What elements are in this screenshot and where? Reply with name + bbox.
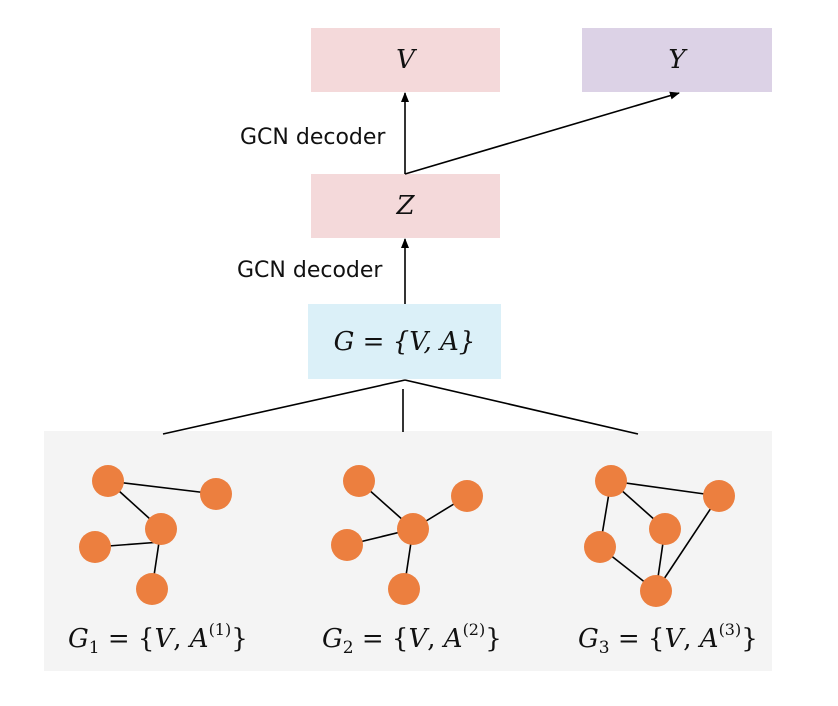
output-v-label: V xyxy=(396,45,415,75)
graph-3-node xyxy=(703,480,735,512)
graph-3-node xyxy=(595,465,627,497)
graph-2-node xyxy=(343,465,375,497)
lower-decoder-label: GCN decoder xyxy=(237,258,383,283)
graph-3-node xyxy=(640,575,672,607)
graph-3-node xyxy=(584,531,616,563)
graph-2-label: G2 = {V, A(2)} xyxy=(322,620,502,658)
graph-3-label: G3 = {V, A(3)} xyxy=(578,620,758,658)
latent-z-label: Z xyxy=(396,191,415,221)
graph-1-node xyxy=(136,573,168,605)
connector-to-graph-3 xyxy=(404,379,639,435)
graph-3-node xyxy=(649,513,681,545)
arrow-z-to-y xyxy=(404,91,680,175)
graph-2-node xyxy=(451,480,483,512)
output-v-box: V xyxy=(311,28,500,92)
output-y-label: Y xyxy=(668,45,686,75)
graph-g-label: G = {V, A} xyxy=(333,326,476,357)
graph-1-node xyxy=(200,478,232,510)
output-y-box: Y xyxy=(582,28,772,92)
subgraph-panel xyxy=(44,431,772,671)
graph-1-node xyxy=(79,531,111,563)
graph-2 xyxy=(331,465,483,605)
graph-1-node xyxy=(145,513,177,545)
graph-1 xyxy=(79,465,232,605)
graph-1-node xyxy=(92,465,124,497)
graph-1-label: G1 = {V, A(1)} xyxy=(68,620,248,658)
graph-2-node xyxy=(388,573,420,605)
latent-z-box: Z xyxy=(311,174,500,238)
graph-2-node xyxy=(331,529,363,561)
graph-2-node xyxy=(397,513,429,545)
connector-to-graph-1 xyxy=(162,379,406,435)
upper-decoder-label: GCN decoder xyxy=(240,125,386,150)
graph-g-box: G = {V, A} xyxy=(308,304,501,379)
graph-3 xyxy=(584,465,735,607)
